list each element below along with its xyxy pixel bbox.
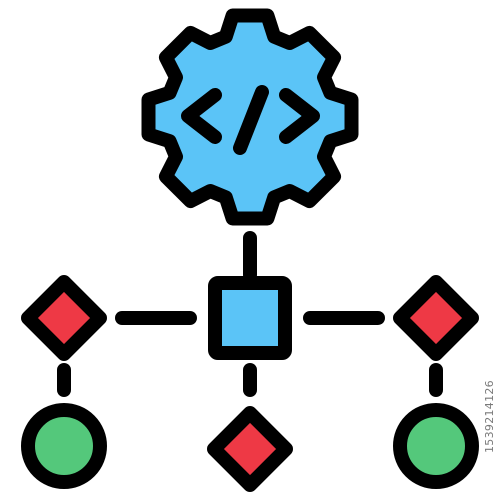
diamond-nodes [21,275,479,492]
diamond-node-bottom [207,406,293,492]
left-angle-bracket [181,88,222,144]
code-brackets-icon [181,85,320,155]
right-angle-bracket [279,88,320,144]
diamond-node-left [21,275,107,361]
circle-node-right [393,403,479,489]
diamond-node-right [393,275,479,361]
square-node [208,276,292,360]
connector-lines [57,231,443,397]
watermark-id-text: 1539214126 [483,380,496,453]
circle-node-left [21,403,107,489]
slash [233,85,269,155]
circle-nodes [21,403,479,489]
